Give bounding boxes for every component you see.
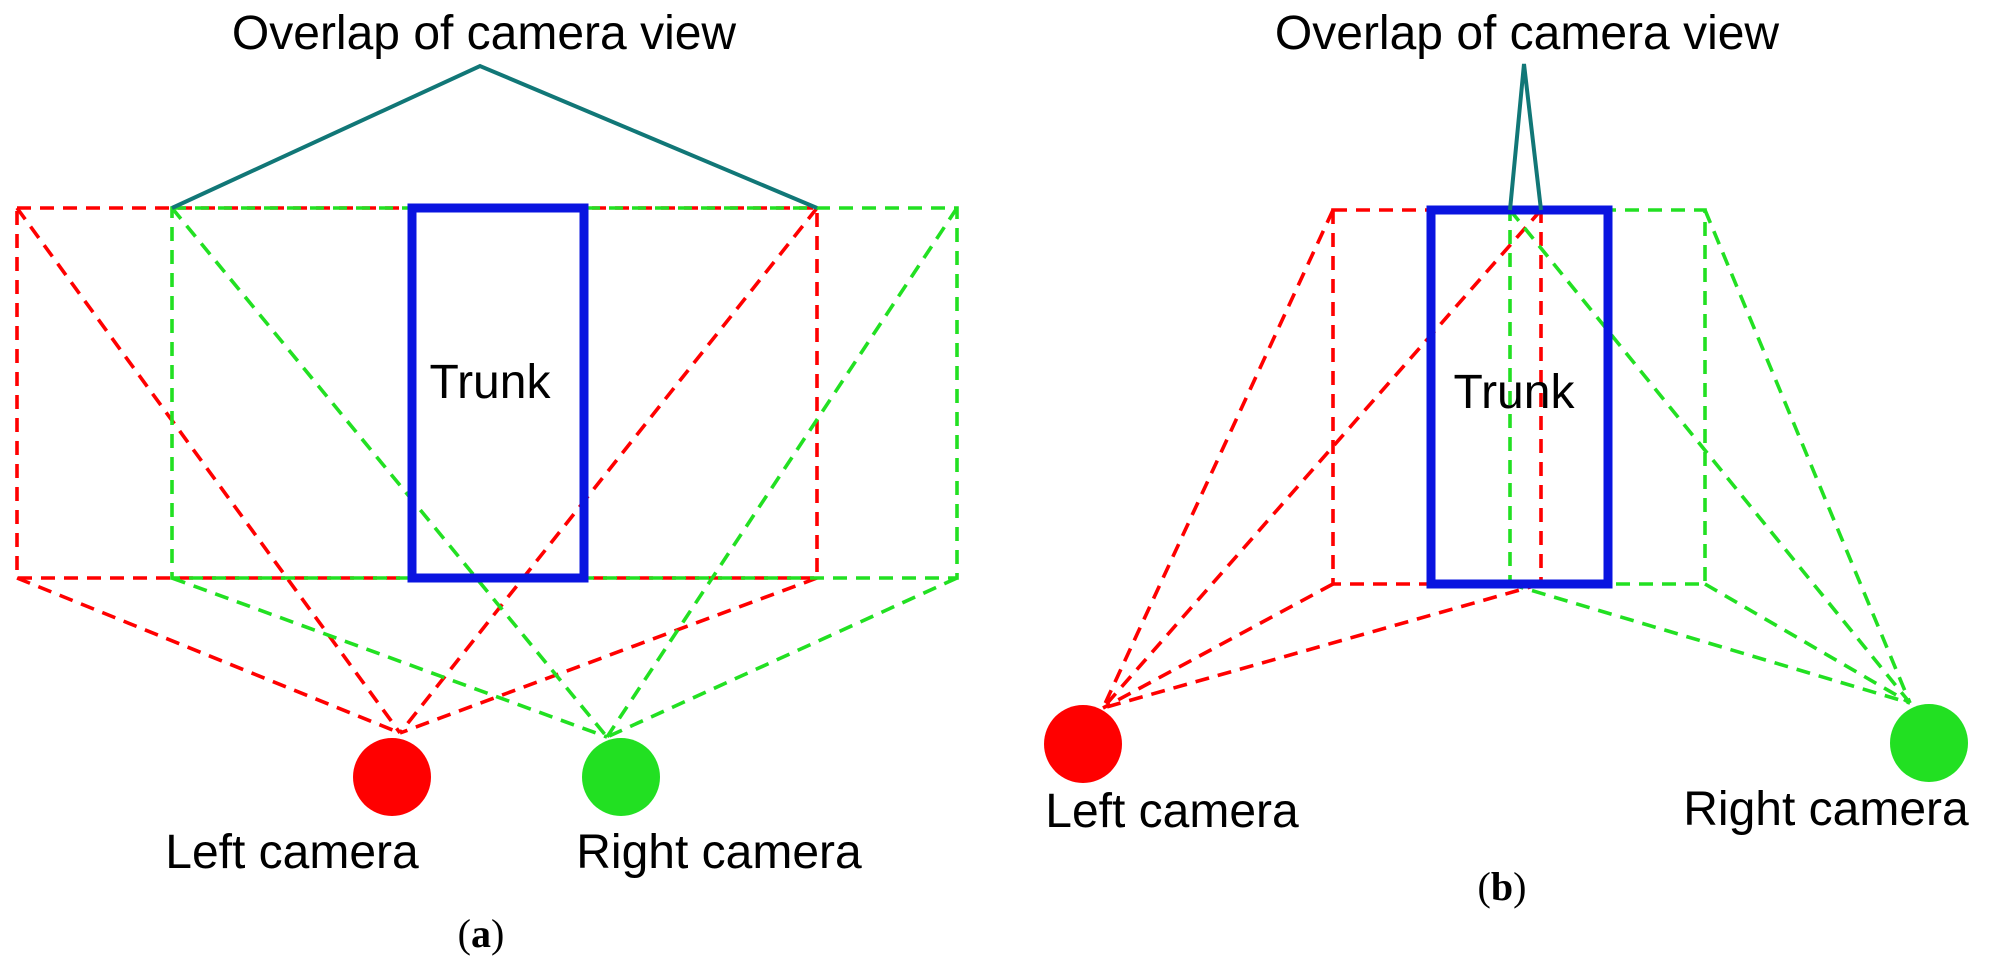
left-ray-a [399,576,818,735]
overlap-pointer-b [1508,63,1543,211]
trunk-box-a [407,203,589,583]
right-ray-b [1704,582,1911,705]
right-camera-view-a [170,206,959,739]
left-camera-view-a [15,206,819,735]
left-camera-label-a: Left camera [165,826,419,879]
left-view-region-a [15,206,819,580]
left-ray-b [1102,582,1334,710]
right-camera-view-b [1508,208,1912,705]
left-camera-icon-b [1044,705,1122,783]
right-ray-a [606,576,958,739]
panel-b: Trunk Overlap of camera view Left camera… [1044,7,1969,909]
overlap-label-a: Overlap of camera view [232,7,737,60]
panel-a: Trunk Overlap of camera view Left camera… [15,7,959,956]
right-ray-a [605,207,959,738]
left-ray-b [1102,582,1542,710]
right-camera-icon-a [582,738,660,816]
right-ray-a [171,576,608,739]
overlap-label-b: Overlap of camera view [1275,7,1780,60]
left-camera-label-b: Left camera [1045,785,1299,838]
right-camera-icon-b [1890,704,1968,782]
right-camera-label-a: Right camera [576,826,862,879]
left-ray-a [15,206,402,735]
left-camera-view-b [1101,208,1543,710]
left-camera-icon-a [353,738,431,816]
right-camera-label-b: Right camera [1683,783,1969,836]
panel-label-a: (a) [458,911,505,956]
left-ray-a [398,206,819,735]
trunk-label-a: Trunk [430,356,552,409]
left-ray-b [1101,209,1335,709]
panel-label-b: (b) [1478,864,1527,909]
right-ray-b [1508,208,1912,705]
trunk-label-b: Trunk [1454,366,1576,419]
right-ray-b [1703,209,1912,704]
right-ray-b [1509,582,1911,705]
left-ray-b [1101,208,1543,710]
overlap-pointer-a [171,63,818,210]
right-view-region-a [170,206,959,580]
trunk-box-b [1426,205,1613,589]
